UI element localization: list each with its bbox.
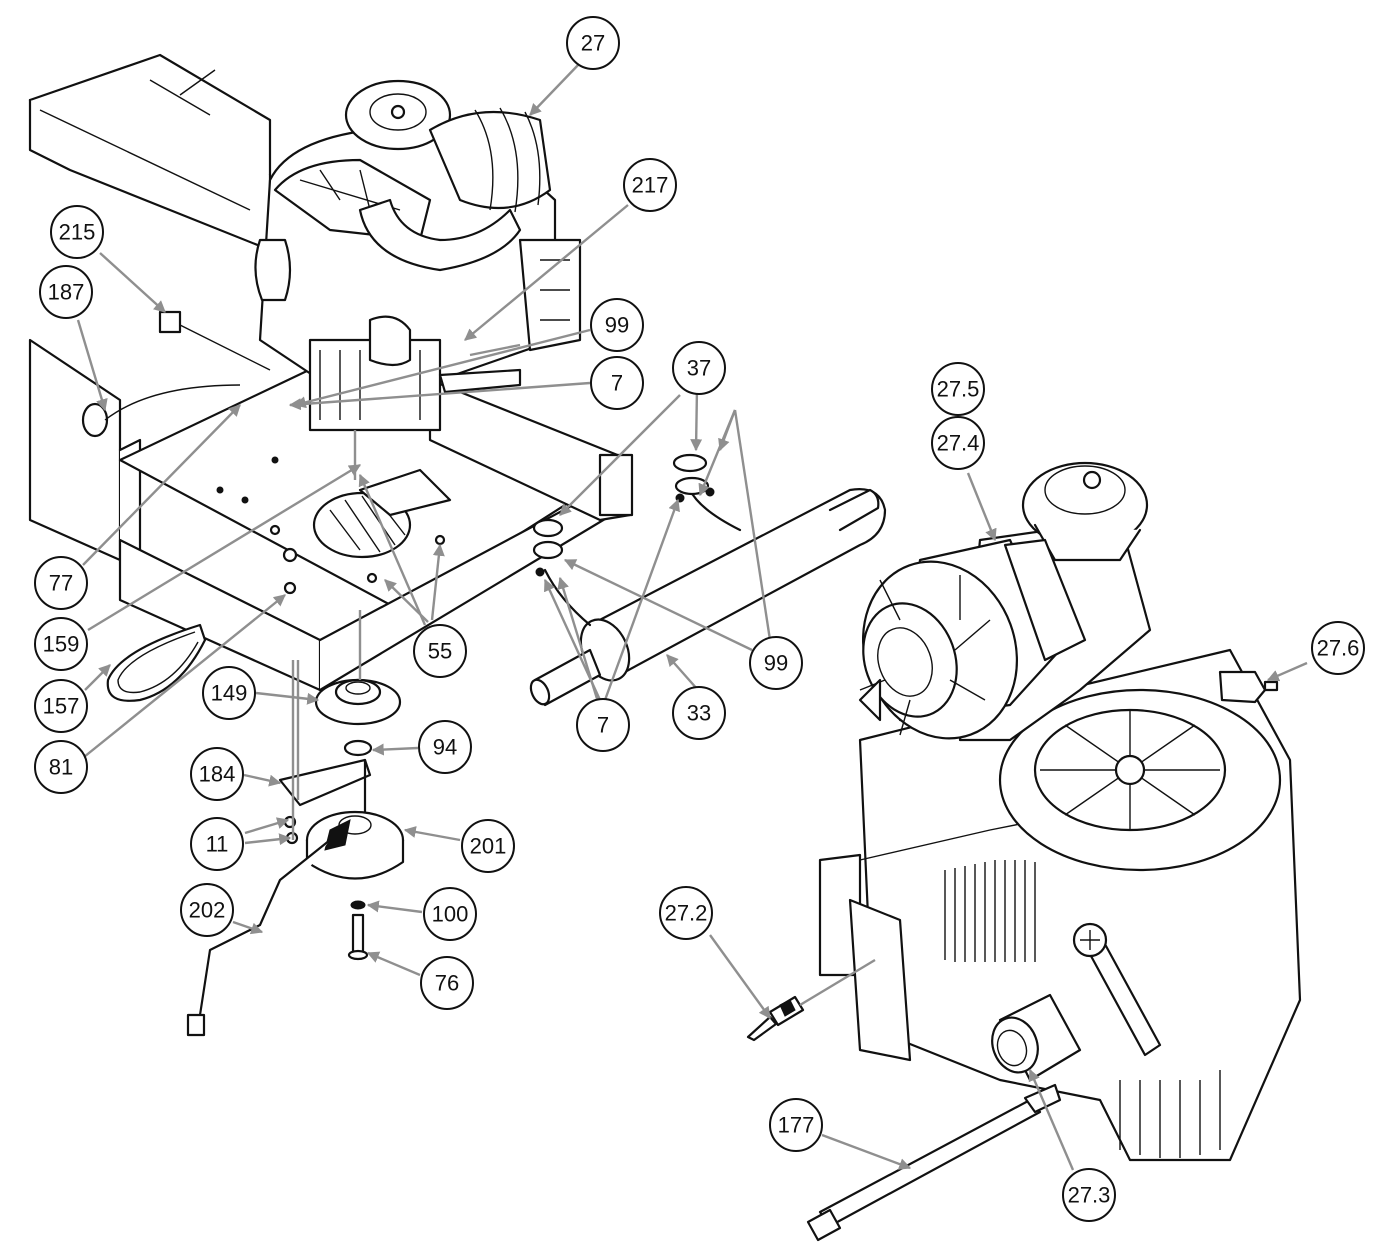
- spark-plug: [746, 995, 805, 1042]
- callout-label: 99: [764, 651, 788, 676]
- bolt-washer: [350, 900, 366, 910]
- callout-label: 184: [199, 762, 236, 787]
- callout-76[interactable]: 76: [420, 956, 474, 1010]
- callout-27-2[interactable]: 27.2: [659, 886, 713, 940]
- callout-label: 27: [581, 31, 605, 56]
- callout-label: 201: [470, 834, 507, 859]
- engine-pulley: [314, 678, 402, 726]
- callout-27-3[interactable]: 27.3: [1062, 1168, 1116, 1222]
- callout-label: 99: [605, 313, 629, 338]
- callout-label: 76: [435, 971, 459, 996]
- callout-label: 94: [433, 735, 457, 760]
- callout-label: 27.6: [1317, 636, 1360, 661]
- callout-37[interactable]: 37: [672, 341, 726, 395]
- callout-label: 77: [49, 571, 73, 596]
- callout-label: 7: [611, 371, 623, 396]
- oil-drain-hose: [806, 1083, 1062, 1242]
- callout-label: 177: [778, 1113, 815, 1138]
- callout-label: 33: [687, 701, 711, 726]
- callout-label: 159: [43, 632, 80, 657]
- callout-label: 202: [189, 898, 226, 923]
- callout-label: 55: [428, 639, 452, 664]
- cooling-fins: [944, 860, 1036, 962]
- washer: [343, 739, 373, 757]
- callout-177[interactable]: 177: [769, 1098, 823, 1152]
- clutch-bolt: [347, 913, 369, 961]
- engine-detail: [818, 461, 1302, 1162]
- callout-99-bottom[interactable]: 99: [749, 636, 803, 690]
- callout-94[interactable]: 94: [418, 720, 472, 774]
- callout-label: 27.4: [937, 431, 980, 456]
- switch-187: [81, 384, 241, 438]
- callout-label: 217: [632, 173, 669, 198]
- callout-label: 27.2: [665, 901, 708, 926]
- callout-77[interactable]: 77: [34, 556, 88, 610]
- callout-label: 37: [687, 356, 711, 381]
- callout-157[interactable]: 157: [34, 679, 88, 733]
- callout-27-6[interactable]: 27.6: [1311, 621, 1365, 675]
- callout-33[interactable]: 33: [672, 686, 726, 740]
- callout-label: 100: [432, 902, 469, 927]
- callout-label: 187: [48, 280, 85, 305]
- drive-belt: [106, 623, 207, 702]
- callout-11[interactable]: 11: [190, 817, 244, 871]
- callout-27[interactable]: 27: [566, 16, 620, 70]
- callout-99-top[interactable]: 99: [590, 298, 644, 352]
- callout-label: 81: [49, 755, 73, 780]
- callout-7-top[interactable]: 7: [590, 356, 644, 410]
- callout-187[interactable]: 187: [39, 265, 93, 319]
- callout-label: 149: [211, 681, 248, 706]
- callout-label: 11: [206, 832, 229, 857]
- callout-label: 7: [597, 713, 609, 738]
- callout-81[interactable]: 81: [34, 740, 88, 794]
- callout-label: 157: [43, 694, 80, 719]
- callout-label: 27.3: [1068, 1183, 1111, 1208]
- callout-55[interactable]: 55: [413, 624, 467, 678]
- mower-frame: [28, 53, 634, 692]
- callout-159[interactable]: 159: [34, 617, 88, 671]
- callout-202[interactable]: 202: [180, 883, 234, 937]
- pto-clutch: [186, 758, 405, 1037]
- callout-7-bottom[interactable]: 7: [576, 698, 630, 752]
- callout-184[interactable]: 184: [190, 747, 244, 801]
- callout-27-5[interactable]: 27.5: [931, 362, 985, 416]
- callout-217[interactable]: 217: [623, 158, 677, 212]
- muffler: [529, 488, 887, 707]
- callout-215[interactable]: 215: [50, 205, 104, 259]
- leader-lines: [76, 62, 1308, 1171]
- callout-label: 215: [59, 220, 96, 245]
- callout-149[interactable]: 149: [202, 666, 256, 720]
- sensor-215: [158, 310, 271, 371]
- callout-label: 27.5: [937, 377, 980, 402]
- callout-100[interactable]: 100: [423, 887, 477, 941]
- callout-201[interactable]: 201: [461, 819, 515, 873]
- callout-27-4[interactable]: 27.4: [931, 416, 985, 470]
